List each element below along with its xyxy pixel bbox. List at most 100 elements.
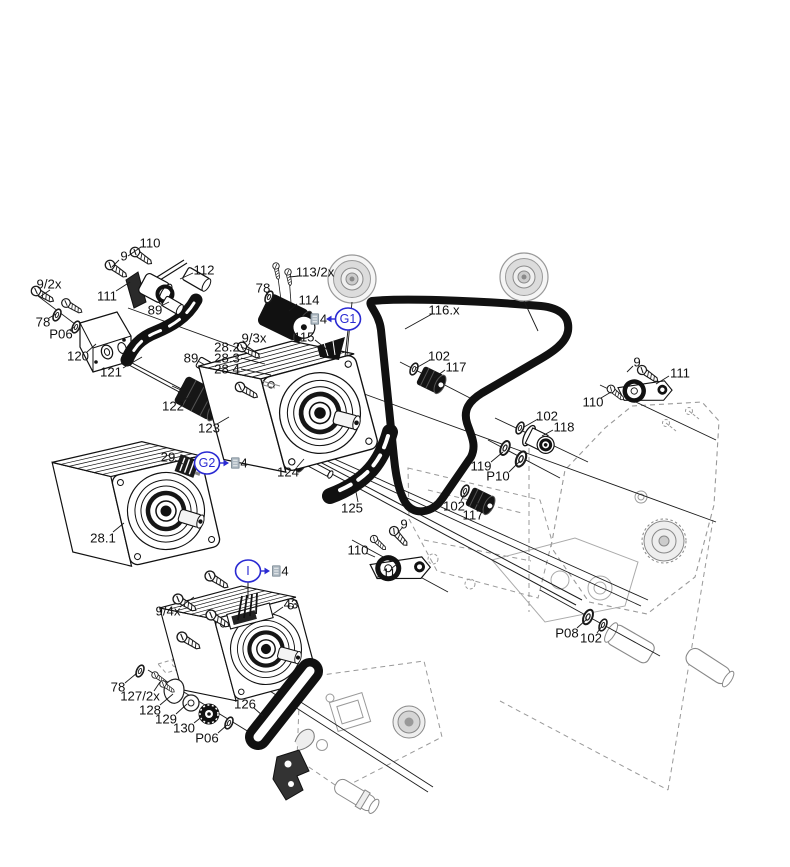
part-label-125: 125 bbox=[341, 501, 363, 516]
part-label-124: 124 bbox=[277, 465, 299, 480]
part-label-120: 120 bbox=[67, 349, 89, 364]
part-label-110: 110 bbox=[139, 236, 160, 251]
part-label-9/3x: 9/3x bbox=[242, 331, 267, 346]
part-label-9: 9 bbox=[633, 355, 640, 370]
part-label-89: 89 bbox=[148, 303, 163, 318]
gray-cylinder-right bbox=[604, 622, 655, 664]
part-label-78: 78 bbox=[36, 315, 51, 330]
part-label-126: 126 bbox=[234, 697, 256, 712]
callout-arrow-icon bbox=[264, 567, 270, 575]
callout-I[interactable]: 4I bbox=[234, 559, 289, 598]
part-label-P06: P06 bbox=[195, 731, 218, 746]
belt-116x bbox=[366, 295, 573, 516]
spacer-112 bbox=[182, 267, 212, 292]
leader-lines bbox=[40, 246, 670, 734]
part-label-9/2x: 9/2x bbox=[37, 277, 62, 292]
part-label-9: 9 bbox=[120, 249, 127, 264]
part-label-118: 118 bbox=[553, 420, 574, 435]
part-label-29: 29 bbox=[161, 450, 176, 465]
connector-29 bbox=[174, 454, 203, 478]
part-label-P06: P06 bbox=[49, 327, 72, 342]
bracket-111-right bbox=[617, 379, 673, 403]
part-label-102: 102 bbox=[443, 499, 465, 514]
part-label-43: 43 bbox=[284, 597, 299, 612]
callout-ref-page: 4 bbox=[320, 312, 327, 327]
callout-circle[interactable] bbox=[234, 559, 262, 583]
part-label-28.3: 28.3 bbox=[214, 351, 240, 366]
part-label-111: 111 bbox=[670, 366, 690, 381]
callout-arrow-icon bbox=[326, 315, 332, 323]
pulley-118 bbox=[522, 424, 555, 454]
part-label-110: 110 bbox=[347, 543, 368, 558]
bottom-dark-bracket bbox=[272, 749, 310, 801]
part-label-28.2: 28.2 bbox=[214, 340, 240, 355]
part-label-114: 114 bbox=[298, 293, 319, 308]
gray-platen-mechanism bbox=[491, 537, 639, 623]
part-label-110: 110 bbox=[582, 395, 603, 410]
part-label-121: 121 bbox=[100, 365, 122, 380]
part-label-119: 119 bbox=[470, 459, 491, 474]
idler-pulley-gray-left bbox=[327, 254, 377, 304]
callout-id: G1 bbox=[340, 312, 357, 326]
part-label-102: 102 bbox=[580, 631, 602, 646]
part-label-117: 117 bbox=[445, 360, 466, 375]
gear-130 bbox=[198, 703, 220, 725]
disc-129 bbox=[182, 694, 200, 712]
callout-ref-page: 4 bbox=[240, 456, 247, 471]
labels-layer: 11091129/2x1117889P0612012178113/2x11411… bbox=[36, 236, 690, 746]
belt-121 bbox=[120, 293, 203, 367]
ribbon-cable-connector bbox=[226, 592, 274, 630]
part-label-28.1: 28.1 bbox=[90, 531, 116, 546]
part-label-115: 115 bbox=[293, 330, 314, 345]
roller-114 bbox=[257, 294, 316, 343]
part-label-113/2x: 113/2x bbox=[296, 265, 335, 280]
gray-gear bbox=[641, 518, 687, 564]
belt-126 bbox=[245, 658, 323, 750]
idler-pulley-gray-right bbox=[499, 252, 549, 302]
callout-G1[interactable]: 4 G1 bbox=[310, 307, 362, 358]
callout-arrow-icon bbox=[223, 459, 229, 467]
callout-ref-page: 4 bbox=[281, 564, 288, 579]
part-label-111: 111 bbox=[376, 566, 396, 581]
document-page-icon bbox=[272, 565, 281, 577]
gray-machine-frame bbox=[157, 401, 735, 814]
right-side-plate-outline bbox=[550, 401, 720, 615]
part-label-9: 9 bbox=[400, 517, 407, 532]
part-label-28.4: 28.4 bbox=[214, 362, 240, 377]
belt-115 bbox=[317, 337, 345, 360]
part-label-123: 123 bbox=[198, 421, 220, 436]
pulley-117-upper bbox=[415, 365, 449, 396]
callout-G2[interactable]: 4 G2 bbox=[193, 451, 248, 475]
part-label-122: 122 bbox=[162, 399, 184, 414]
part-label-117: 117 bbox=[462, 508, 483, 523]
gray-shaft-right bbox=[685, 647, 735, 688]
callout-id: G2 bbox=[199, 456, 216, 470]
part-label-78: 78 bbox=[111, 680, 126, 695]
callout-circle[interactable] bbox=[193, 451, 221, 475]
part-label-127/2x: 127/2x bbox=[120, 689, 160, 704]
part-label-78: 78 bbox=[256, 281, 271, 296]
gearbox-120 bbox=[79, 311, 132, 373]
part-label-102: 102 bbox=[428, 349, 450, 364]
bottom-assembly bbox=[294, 660, 443, 814]
pin-89-upper bbox=[161, 295, 184, 315]
part-label-P10: P10 bbox=[486, 469, 509, 484]
belt-125 bbox=[322, 424, 398, 504]
document-page-icon bbox=[231, 457, 240, 469]
part-label-116.x: 116.x bbox=[428, 303, 460, 318]
part-label-P08: P08 bbox=[555, 626, 578, 641]
part-label-9/4x: 9/4x bbox=[156, 604, 181, 619]
callout-circle[interactable] bbox=[334, 307, 362, 331]
part-label-128: 128 bbox=[139, 703, 161, 718]
callout-id: I bbox=[246, 564, 249, 578]
part-label-111: 111 bbox=[97, 289, 117, 304]
part-label-102: 102 bbox=[536, 409, 558, 424]
bracket-111-top-left bbox=[125, 259, 188, 309]
motor-logo-mark bbox=[261, 380, 281, 389]
motor-28-1 bbox=[52, 430, 221, 579]
part-label-130: 130 bbox=[173, 721, 195, 736]
part-label-89: 89 bbox=[184, 351, 199, 366]
